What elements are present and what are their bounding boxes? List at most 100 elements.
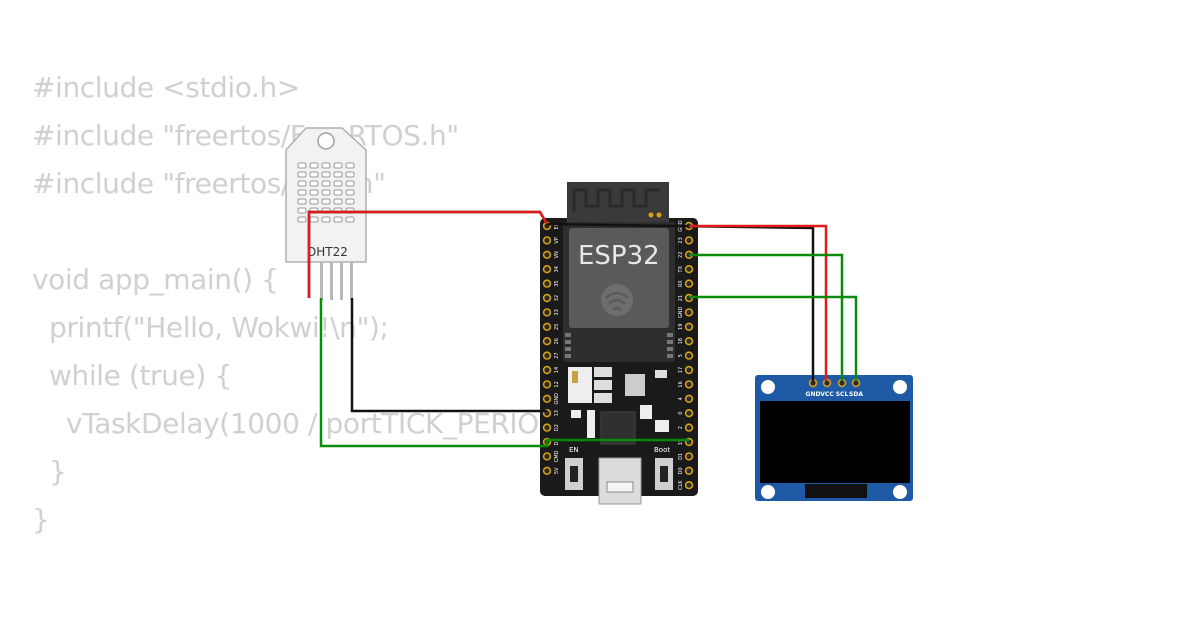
antenna-pad <box>656 212 662 218</box>
smd-component <box>571 410 581 418</box>
smd-component <box>655 420 669 432</box>
dht22-grille-slot <box>345 189 355 196</box>
dht22-pin[interactable] <box>340 262 343 300</box>
dht22-pin[interactable] <box>330 262 333 300</box>
dht22-grille-slot <box>333 171 343 178</box>
esp32-pin[interactable] <box>542 293 552 303</box>
esp32-pin[interactable] <box>542 250 552 260</box>
dht22-mount-hole <box>317 132 335 150</box>
dht22-pin[interactable] <box>350 262 353 300</box>
dht22-grille-slot <box>345 216 355 223</box>
esp32-pin[interactable] <box>684 481 694 490</box>
esp32-pin-label: RX <box>678 280 684 287</box>
esp32-pin-label: D3 <box>554 438 560 445</box>
dht22-sensor[interactable]: DHT22 <box>285 127 367 300</box>
dht22-grille-slot <box>333 162 343 169</box>
dht22-grille-slot <box>345 162 355 169</box>
wire-gnd-dht[interactable] <box>350 298 547 413</box>
esp32-pin-label: D2 <box>554 424 560 431</box>
esp32-pin[interactable] <box>684 394 694 403</box>
esp32-pin-label: 4 <box>678 397 684 400</box>
oled-mount-hole <box>893 485 907 499</box>
esp32-pin-label: 18 <box>678 338 684 344</box>
boot-button-cap[interactable] <box>660 466 668 482</box>
esp32-pin-label: EN <box>554 222 560 229</box>
code-line: void app_main() { <box>32 263 279 296</box>
smd-component <box>594 393 612 403</box>
esp32-pin-label: 5 <box>678 354 684 357</box>
esp32-pin[interactable] <box>542 236 552 245</box>
dht22-grille-slot <box>309 216 319 223</box>
esp32-pin[interactable] <box>684 409 694 418</box>
esp32-board[interactable]: ESP32 EN Boot ENVPVN343532332526271412GN… <box>540 182 698 505</box>
dht22-label: DHT22 <box>307 245 348 259</box>
esp32-pin[interactable] <box>542 337 552 346</box>
esp32-pin-label: 27 <box>554 352 560 358</box>
esp32-pin[interactable] <box>684 365 694 375</box>
esp32-pin[interactable] <box>684 380 694 389</box>
esp32-pin-label: 14 <box>554 367 560 373</box>
esp32-pin[interactable] <box>684 452 694 461</box>
esp32-pin-label: 12 <box>554 381 560 387</box>
esp32-pin-label: 17 <box>678 367 684 373</box>
esp32-antenna <box>567 182 669 222</box>
dht22-pin[interactable] <box>320 262 323 300</box>
esp32-pin-label: 0 <box>678 412 684 415</box>
smd-component <box>594 380 612 390</box>
dht22-grille-slot <box>321 162 331 169</box>
module-pad <box>565 354 571 358</box>
esp32-pin[interactable] <box>684 351 694 360</box>
esp32-pin[interactable] <box>542 452 552 461</box>
esp32-pin[interactable] <box>684 322 694 331</box>
esp32-pin-label: 26 <box>554 338 560 344</box>
dht22-grille-slot <box>333 198 343 205</box>
dht22-grille-slot <box>321 171 331 178</box>
esp32-shield <box>569 228 669 328</box>
esp32-pin[interactable] <box>542 466 552 475</box>
dht22-grille-slot <box>297 207 307 214</box>
en-button-label: EN <box>569 446 579 454</box>
esp32-pin[interactable] <box>684 337 694 346</box>
wire-vcc-oled[interactable] <box>689 224 828 381</box>
esp32-pin[interactable] <box>542 423 552 432</box>
esp32-pin-label: CMD <box>554 450 560 462</box>
oled-pin-label: VCC <box>820 391 834 398</box>
esp32-pin[interactable] <box>684 265 694 274</box>
esp32-pin[interactable] <box>542 380 552 389</box>
esp32-pin[interactable] <box>684 236 694 245</box>
esp32-pin[interactable] <box>684 423 694 432</box>
dht22-grille-slot <box>309 171 319 178</box>
wire-sda[interactable] <box>689 295 858 381</box>
esp32-pin[interactable] <box>542 365 552 375</box>
code-line: while (true) { <box>32 359 232 392</box>
esp32-pin-label: 23 <box>678 237 684 243</box>
micro-usb-port[interactable] <box>598 457 642 505</box>
esp32-pin[interactable] <box>684 308 694 317</box>
wire-scl[interactable] <box>689 253 844 381</box>
esp32-pin[interactable] <box>542 394 552 403</box>
esp32-pin[interactable] <box>542 279 552 288</box>
wire-data-dht[interactable] <box>319 298 689 448</box>
dht22-grille-slot <box>345 198 355 205</box>
esp32-pin[interactable] <box>542 351 552 360</box>
en-button-cap[interactable] <box>570 466 578 482</box>
oled-mount-hole <box>761 485 775 499</box>
module-pads <box>565 333 673 358</box>
wire-vcc-dht[interactable] <box>307 210 549 298</box>
esp32-pin[interactable] <box>542 308 552 317</box>
esp32-pin[interactable] <box>684 466 694 475</box>
esp32-pin-label: 32 <box>554 295 560 301</box>
esp32-pin-label: D1 <box>678 453 684 460</box>
esp32-pin-label: 19 <box>678 324 684 330</box>
oled-mount-hole <box>761 380 775 394</box>
module-pad <box>667 347 673 351</box>
esp32-pin[interactable] <box>542 322 552 331</box>
code-line: printf("Hello, Wokwi!\n"); <box>32 311 389 344</box>
esp32-pin[interactable] <box>684 279 694 288</box>
dht22-grille-slot <box>345 180 355 187</box>
dht22-grille-slot <box>297 216 307 223</box>
esp32-pin[interactable] <box>542 265 552 274</box>
dht22-grille-slot <box>321 189 331 196</box>
